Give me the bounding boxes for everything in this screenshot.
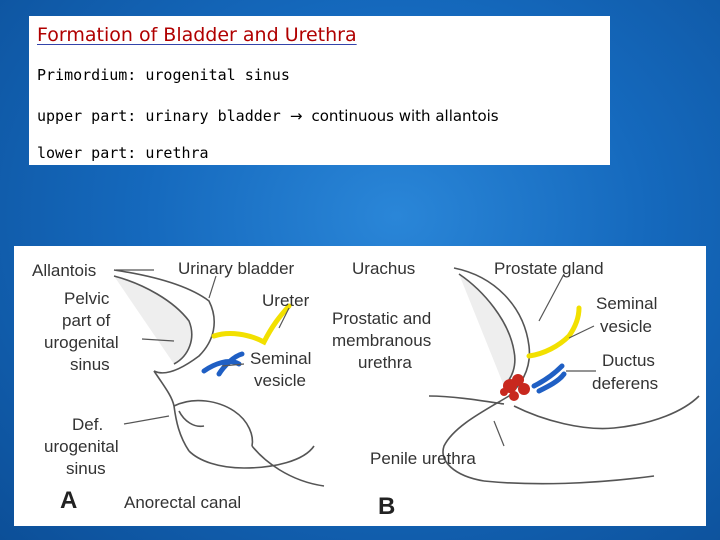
line-lower-part: lower part: urethra xyxy=(37,144,209,162)
label-pelvic-3: urogenital xyxy=(44,333,119,352)
anatomy-figure: Allantois Pelvic part of urogenital sinu… xyxy=(14,246,706,526)
label-urachus: Urachus xyxy=(352,259,415,278)
base-b-outline xyxy=(483,475,655,485)
label-allantois: Allantois xyxy=(32,261,96,280)
pelvic-sinus-outline xyxy=(153,370,190,452)
sinus-b-outline xyxy=(442,395,510,482)
label-anorectal: Anorectal canal xyxy=(124,493,241,512)
pointer-seminal-b xyxy=(568,325,595,339)
label-def-2: urogenital xyxy=(44,437,119,456)
pointer-ureter xyxy=(278,307,290,329)
panel-b-drawing xyxy=(428,267,700,485)
bladder-outline xyxy=(113,269,215,374)
pointer-bladder xyxy=(208,275,217,299)
pointer-def xyxy=(123,415,170,425)
label-penile-urethra: Penile urethra xyxy=(370,449,476,468)
upper-part-continuation: continuous with allantois xyxy=(311,107,499,125)
pointer-lines xyxy=(116,269,596,447)
line-primordium: Primordium: urogenital sinus xyxy=(37,66,290,84)
label-prostatic-1: Prostatic and xyxy=(332,309,431,328)
bladder-shading xyxy=(113,275,193,365)
ureter-a xyxy=(211,303,292,346)
anorectal-outline xyxy=(251,445,325,487)
pointer-penile xyxy=(493,420,505,447)
label-seminal-a-1: Seminal xyxy=(250,349,311,368)
upper-part-label: upper part: urinary bladder xyxy=(37,107,281,125)
slide-title: Formation of Bladder and Urethra xyxy=(37,24,357,46)
label-pelvic-4: sinus xyxy=(70,355,110,374)
label-ductus-1: Ductus xyxy=(602,351,655,370)
ureter-b xyxy=(526,305,582,359)
label-urinary-bladder: Urinary bladder xyxy=(178,259,295,278)
label-prostatic-3: urethra xyxy=(358,353,412,372)
label-def-3: sinus xyxy=(66,459,106,478)
text-panel: Formation of Bladder and Urethra Primord… xyxy=(29,16,610,165)
bladder-b-shading xyxy=(458,273,516,387)
label-ductus-2: deferens xyxy=(592,374,658,393)
label-seminal-b-2: vesicle xyxy=(600,317,652,336)
anatomy-drawing: Allantois Pelvic part of urogenital sinu… xyxy=(32,259,700,520)
label-def-1: Def. xyxy=(72,415,103,434)
pointer-pelvic xyxy=(141,338,175,342)
label-prostate-gland: Prostate gland xyxy=(494,259,604,278)
arrow-glyph: → xyxy=(289,107,303,125)
pointer-seminal-a xyxy=(221,363,245,367)
panel-letter-a: A xyxy=(60,487,77,514)
prostate-gland-cluster xyxy=(500,374,530,401)
line-upper-part: upper part: urinary bladder → continuous… xyxy=(37,107,499,125)
ductus-deferens-b xyxy=(531,363,567,394)
label-prostatic-2: membranous xyxy=(332,331,431,350)
urethra-pointer-b xyxy=(428,395,505,405)
label-pelvic-1: Pelvic xyxy=(64,289,110,308)
sinus-base-outline xyxy=(188,445,315,469)
def-sinus-outline xyxy=(178,410,205,428)
rectum-outline xyxy=(173,399,254,447)
label-seminal-a-2: vesicle xyxy=(254,371,306,390)
label-seminal-b-1: Seminal xyxy=(596,294,657,313)
penile-b-outline xyxy=(513,395,700,430)
seminal-vesicle-a xyxy=(201,351,245,377)
label-pelvic-2: part of xyxy=(62,311,110,330)
label-ureter: Ureter xyxy=(262,291,310,310)
panel-letter-b: B xyxy=(378,493,395,520)
pointer-prostate xyxy=(538,273,565,322)
panel-a-drawing xyxy=(113,269,325,487)
